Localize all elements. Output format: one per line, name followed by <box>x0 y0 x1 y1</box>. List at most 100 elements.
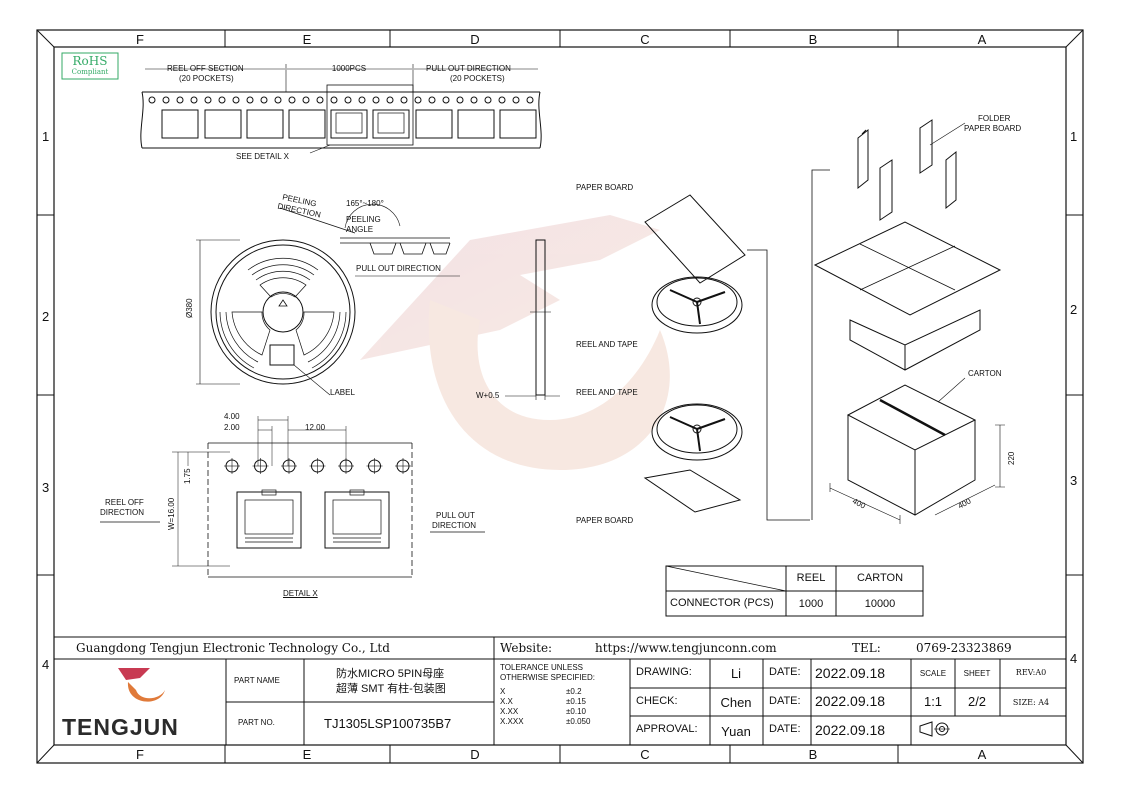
part-name-label: PART NAME <box>234 676 280 685</box>
zone-row-1-left: 1 <box>42 129 50 144</box>
sprocket-hole <box>190 96 198 104</box>
detail-reel-off-2: DIRECTION <box>100 508 144 517</box>
rohs-title: RoHS <box>72 54 108 68</box>
tol-key-0: X <box>500 687 506 696</box>
frame-border <box>36 29 1084 764</box>
reel-pull-out-label: PULL OUT DIRECTION <box>356 264 441 273</box>
sprocket-hole <box>400 96 408 104</box>
zone-col-d-bottom: D <box>470 747 480 762</box>
reel-off-pockets-label: (20 POCKETS) <box>179 74 234 83</box>
zone-row-3-left: 3 <box>42 480 50 495</box>
sprocket-hole <box>204 96 212 104</box>
reel-side-view <box>505 239 560 400</box>
date-label-2: DATE: <box>769 695 801 707</box>
detail-pull-out-2: DIRECTION <box>432 521 476 530</box>
peeling-angle-label-2: ANGLE <box>346 225 374 234</box>
sprocket-hole <box>456 96 464 104</box>
part-name-line-1: 防水MICRO 5PIN母座 <box>336 668 445 680</box>
paper-size: SIZE: A4 <box>1012 698 1050 707</box>
sprocket-hole <box>428 96 436 104</box>
sprocket-hole <box>358 96 366 104</box>
sprocket-hole <box>176 96 184 104</box>
detail-x-view <box>100 416 485 578</box>
qty-row-label: CONNECTOR (PCS) <box>670 597 774 609</box>
zone-col-c-bottom: C <box>640 747 650 762</box>
tol-val-0: ±0.2 <box>566 687 582 696</box>
peeling-angle-label-1: PEELING <box>346 215 381 224</box>
carton-label: CARTON <box>968 369 1002 378</box>
dim-2: 2.00 <box>224 423 240 432</box>
zone-col-c-top: C <box>640 32 650 47</box>
zone-col-b-top: B <box>808 32 818 47</box>
reel-width-label: W+0.5 <box>476 391 500 400</box>
zone-row-1-right: 1 <box>1070 129 1078 144</box>
approval-label: APPROVAL: <box>636 723 698 735</box>
dim-1-75: 1.75 <box>183 468 192 484</box>
tel-number: 0769-23323869 <box>916 641 1012 655</box>
tengjun-logo-mark <box>118 668 165 702</box>
brand-name: TENGJUN <box>62 714 179 740</box>
reel-view <box>196 203 460 396</box>
company-name: Guangdong Tengjun Electronic Technology … <box>76 641 390 655</box>
tel-label: TEL: <box>852 641 881 655</box>
zone-col-f-top: F <box>136 32 144 47</box>
tol-key-3: X.XXX <box>500 717 524 726</box>
sprocket-hole <box>162 96 170 104</box>
zone-row-3-right: 3 <box>1070 473 1078 488</box>
drawing-label: DRAWING: <box>636 666 692 678</box>
tol-val-3: ±0.050 <box>566 717 591 726</box>
dim-4: 4.00 <box>224 412 240 421</box>
qty-header-reel: REEL <box>796 572 826 584</box>
reel-and-tape-label-1: REEL AND TAPE <box>576 340 638 349</box>
tol-key-2: X.XX <box>500 707 519 716</box>
zone-col-e-top: E <box>302 32 312 47</box>
zone-col-f-bottom: F <box>136 747 144 762</box>
sprocket-hole <box>148 96 156 104</box>
see-detail-label: SEE DETAIL X <box>236 152 289 161</box>
dim-12: 12.00 <box>305 423 326 432</box>
reel-off-section-label: REEL OFF SECTION <box>167 64 244 73</box>
tol-val-2: ±0.10 <box>566 707 586 716</box>
sprocket-hole <box>484 96 492 104</box>
projection-symbol <box>919 721 950 737</box>
check-name: Chen <box>720 695 752 710</box>
zone-col-a-top: A <box>977 32 987 47</box>
sprocket-hole <box>526 96 534 104</box>
part-number: TJ1305LSP100735B7 <box>324 716 452 731</box>
zone-col-d-top: D <box>470 32 480 47</box>
sprocket-hole <box>344 96 352 104</box>
date-value-2: 2022.09.18 <box>815 693 886 709</box>
sheet-label: SHEET <box>963 669 991 678</box>
title-block <box>54 636 1066 745</box>
sprocket-hole <box>414 96 422 104</box>
rohs-box <box>61 52 119 80</box>
scale-label: SCALE <box>919 669 947 678</box>
part-name-line-2: 超薄 SMT 有柱-包装图 <box>336 683 446 695</box>
detail-pull-out-1: PULL OUT <box>436 511 475 520</box>
sprocket-hole <box>316 96 324 104</box>
sprocket-hole <box>302 96 310 104</box>
sprocket-hole <box>512 96 520 104</box>
sheet-value: 2/2 <box>967 694 987 709</box>
zone-row-4-right: 4 <box>1070 651 1078 666</box>
dim-w: W=16.00 <box>167 497 176 530</box>
sprocket-hole <box>386 96 394 104</box>
qty-table <box>665 565 924 617</box>
scale-value: 1:1 <box>923 694 943 709</box>
approval-name: Yuan <box>721 724 751 739</box>
sprocket-hole <box>372 96 380 104</box>
reel-label-callout: LABEL <box>330 388 355 397</box>
watermark-logo <box>360 215 670 470</box>
pull-out-direction-label: PULL OUT DIRECTION <box>426 64 511 73</box>
part-no-label: PART NO. <box>238 718 275 727</box>
zone-col-e-bottom: E <box>302 747 312 762</box>
sprocket-hole <box>274 96 282 104</box>
zone-col-a-bottom: A <box>977 747 987 762</box>
count-label: 1000PCS <box>331 64 367 73</box>
tol-key-1: X.X <box>500 697 513 706</box>
sprocket-hole <box>260 96 268 104</box>
sprocket-hole <box>470 96 478 104</box>
date-label-3: DATE: <box>769 723 801 735</box>
